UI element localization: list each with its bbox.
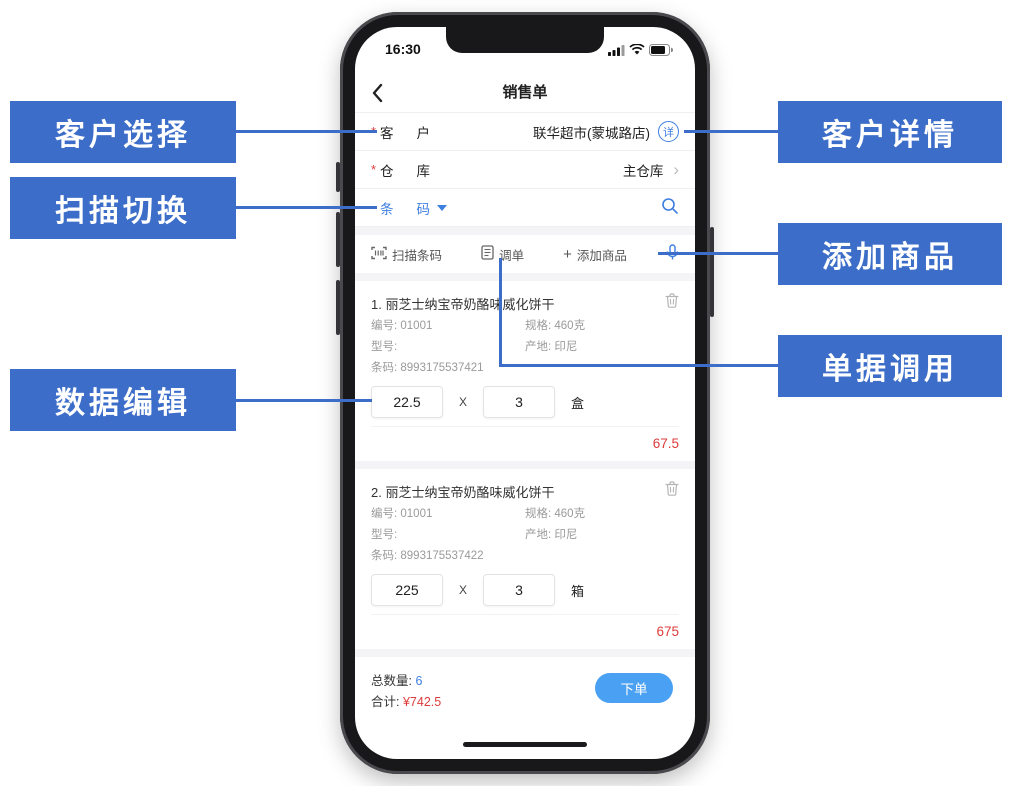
- callout-data-edit: 数据编辑: [10, 369, 236, 431]
- volume-down-button: [336, 280, 340, 335]
- order-item-2: 2. 丽芝士纳宝帝奶酪味威化饼干 编号: 01001 规格: 460克 型号: …: [355, 469, 695, 649]
- item-barcode: 条码: 8993175537422: [371, 550, 484, 562]
- status-bar: 16:30: [355, 27, 695, 73]
- mute-switch: [336, 162, 340, 192]
- scan-icon: [371, 246, 387, 263]
- battery-icon: [649, 43, 674, 61]
- section-divider: [355, 273, 695, 281]
- item-subtotal: 675: [371, 614, 679, 641]
- quantity-row: X 盒: [371, 386, 679, 418]
- item-title: 1. 丽芝士纳宝帝奶酪味威化饼干: [371, 296, 555, 312]
- total-quantity: 总数量: 6: [371, 674, 423, 688]
- barcode-row: 条 码: [355, 189, 695, 227]
- callout-scan-toggle: 扫描切换: [10, 177, 236, 239]
- delete-item-button[interactable]: [665, 481, 679, 501]
- quantity-input[interactable]: [483, 386, 556, 418]
- phone-notch: [446, 27, 604, 53]
- scan-barcode-button[interactable]: 扫描条码: [371, 245, 442, 264]
- customer-value: 联华超市(蒙城路店): [533, 125, 650, 141]
- add-product-label: 添加商品: [576, 248, 627, 263]
- wifi-icon: [629, 43, 645, 61]
- price-input[interactable]: [371, 386, 443, 418]
- customer-detail-badge[interactable]: 详: [658, 121, 679, 142]
- item-origin: 产地: 印尼: [525, 529, 578, 541]
- total-quantity-value: 6: [415, 674, 423, 688]
- item-subtotal: 67.5: [371, 426, 679, 453]
- connector-document-recall-horizontal: [499, 364, 778, 367]
- order-item-1: 1. 丽芝士纳宝帝奶酪味威化饼干 编号: 01001 规格: 460克 型号: …: [355, 281, 695, 461]
- section-divider: [355, 649, 695, 657]
- callout-customer-detail: 客户详情: [778, 101, 1002, 163]
- item-spec: 规格: 460克: [525, 508, 586, 520]
- total-amount: 合计: ¥742.5: [371, 695, 442, 709]
- total-amount-value: ¥742.5: [402, 695, 442, 709]
- item-spec: 规格: 460克: [525, 320, 586, 332]
- home-indicator[interactable]: [463, 742, 587, 747]
- connector-scan-toggle: [236, 206, 377, 209]
- quantity-row: X 箱: [371, 574, 679, 606]
- section-divider: [355, 227, 695, 235]
- unit-label: 箱: [571, 583, 585, 599]
- document-icon: [481, 245, 494, 263]
- power-button: [710, 227, 714, 317]
- connector-document-recall-vertical: [499, 258, 502, 367]
- phone-screen: 16:30 销售单: [355, 27, 695, 759]
- nav-bar: 销售单: [355, 73, 695, 113]
- connector-customer-select: [236, 130, 377, 133]
- callout-customer-select: 客户选择: [10, 101, 236, 163]
- plus-icon: +: [563, 245, 572, 263]
- item-model: 型号:: [371, 529, 398, 541]
- add-product-button[interactable]: + 添加商品: [563, 245, 627, 264]
- order-footer: 总数量: 6 合计: ¥742.5 下单: [355, 657, 695, 713]
- item-fields: 编号: 01001 规格: 460克 型号: 产地: 印尼 条码: 899317…: [371, 505, 679, 566]
- page-title: 销售单: [502, 84, 548, 101]
- volume-up-button: [336, 212, 340, 267]
- item-title: 2. 丽芝士纳宝帝奶酪味威化饼干: [371, 484, 555, 500]
- chevron-right-icon: ›: [673, 160, 679, 179]
- connector-add-product: [658, 252, 778, 255]
- delete-item-button[interactable]: [665, 293, 679, 313]
- warehouse-label: 仓 库: [380, 163, 430, 179]
- warehouse-row[interactable]: * 仓 库 主仓库 ›: [355, 151, 695, 189]
- search-icon[interactable]: [661, 197, 679, 218]
- callout-add-product: 添加商品: [778, 223, 1002, 285]
- callout-document-recall: 单据调用: [778, 335, 1002, 397]
- status-icons: [608, 43, 674, 61]
- status-time: 16:30: [385, 41, 421, 57]
- quantity-input[interactable]: [483, 574, 556, 606]
- connector-data-edit: [236, 399, 372, 402]
- customer-label: 客 户: [380, 125, 430, 141]
- required-mark: *: [371, 162, 377, 177]
- submit-order-button[interactable]: 下单: [595, 673, 673, 703]
- cellular-signal-icon: [608, 43, 625, 61]
- item-model: 型号:: [371, 341, 398, 353]
- connector-customer-detail: [684, 130, 778, 133]
- multiply-sign: X: [459, 583, 468, 597]
- scan-barcode-label: 扫描条码: [392, 248, 443, 263]
- item-fields: 编号: 01001 规格: 460克 型号: 产地: 印尼 条码: 899317…: [371, 317, 679, 378]
- recall-order-button[interactable]: 调单: [481, 245, 524, 264]
- price-input[interactable]: [371, 574, 443, 606]
- item-code: 编号: 01001: [371, 320, 433, 332]
- recall-order-label: 调单: [499, 248, 525, 263]
- chevron-down-icon: [437, 204, 447, 211]
- item-barcode: 条码: 8993175537421: [371, 362, 484, 374]
- back-button[interactable]: [371, 83, 385, 103]
- barcode-type-selector[interactable]: 条 码: [380, 198, 447, 218]
- unit-label: 盒: [571, 395, 585, 411]
- toolbar: 扫描条码 调单 + 添加商品: [355, 235, 695, 273]
- warehouse-value: 主仓库: [622, 163, 664, 179]
- customer-row[interactable]: * 客 户 联华超市(蒙城路店) 详: [355, 113, 695, 151]
- multiply-sign: X: [459, 395, 468, 409]
- phone-frame: 16:30 销售单: [336, 12, 714, 774]
- section-divider: [355, 461, 695, 469]
- item-code: 编号: 01001: [371, 508, 433, 520]
- item-origin: 产地: 印尼: [525, 341, 578, 353]
- barcode-label: 条 码: [380, 201, 430, 217]
